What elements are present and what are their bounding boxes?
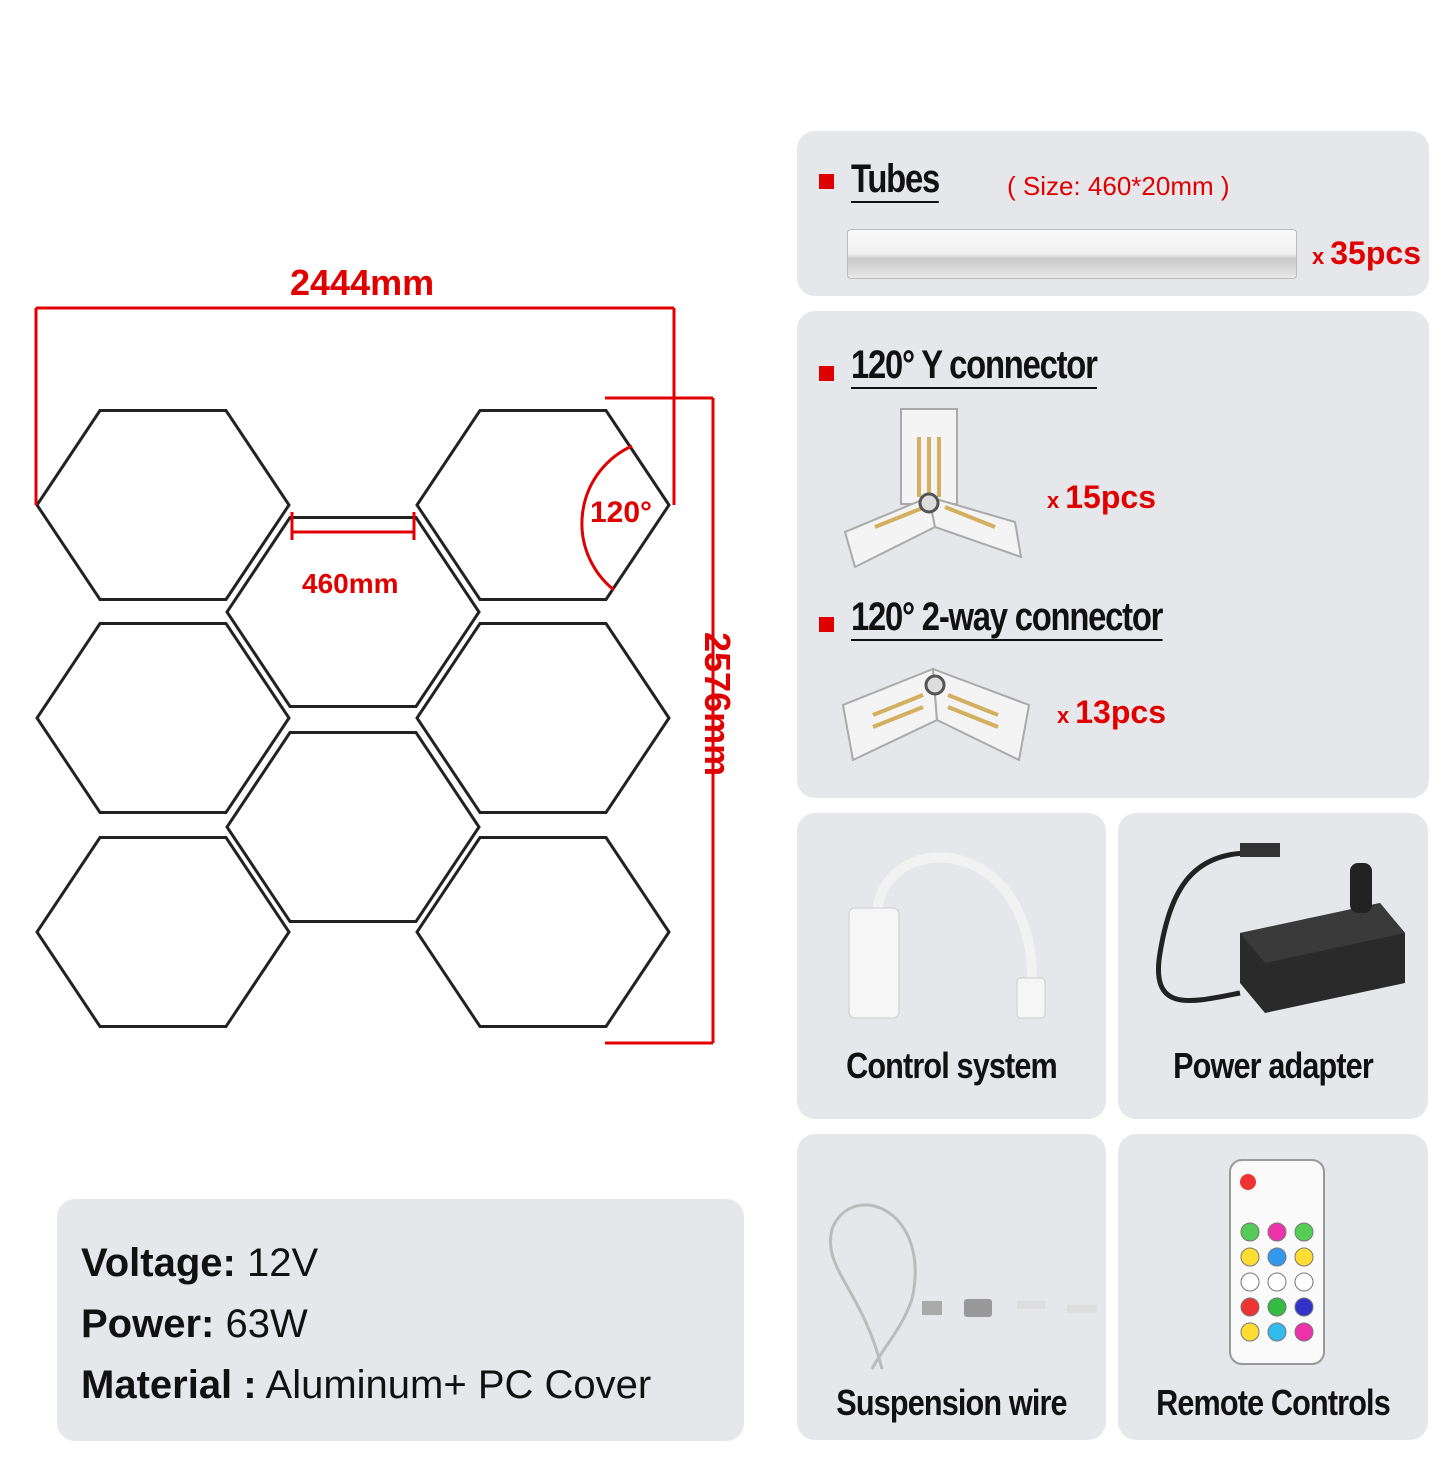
power-adapter-image (1156, 843, 1405, 1013)
height-label: 2576mm (697, 632, 738, 777)
remote-button (1267, 1322, 1287, 1342)
hexagon-frame (225, 731, 481, 923)
remote-button (1294, 1322, 1314, 1342)
power-adapter-caption: Power adapter (1173, 1045, 1374, 1086)
y-connector-image (843, 408, 1023, 569)
remote-button (1240, 1222, 1260, 1242)
tubes-size: ( Size: 460*20mm ) (1007, 171, 1230, 201)
suspension-wire-caption: Suspension wire (836, 1382, 1067, 1423)
remote-button (1294, 1247, 1314, 1267)
hexagon-frame (415, 836, 671, 1028)
remote-control-image (1229, 1159, 1325, 1365)
hexagon-frame (35, 836, 291, 1028)
remote-button (1240, 1272, 1260, 1292)
specs-panel: Voltage: 12V Power: 63W Material : Alumi… (57, 1199, 744, 1441)
hexagon-frame (415, 622, 671, 814)
angle-arc (580, 444, 633, 592)
remote-button (1294, 1222, 1314, 1242)
spec-power: Power: 63W (81, 1302, 308, 1346)
control-system-caption: Control system (846, 1045, 1058, 1086)
remote-button (1267, 1272, 1287, 1292)
y-connector-title: 120° Y connector (851, 343, 1098, 389)
control-system-panel: Control system (797, 813, 1106, 1119)
remote-button (1294, 1297, 1314, 1317)
hexagon-frame (35, 409, 291, 601)
remote-button (1267, 1247, 1287, 1267)
tube-image (847, 229, 1297, 279)
hexagon-frame (225, 516, 481, 708)
controller-image (848, 852, 1046, 1019)
tubes-title: Tubes (851, 157, 940, 203)
remote-button (1240, 1297, 1260, 1317)
tube-length-label: 460mm (302, 568, 399, 599)
width-label: 2444mm (290, 262, 435, 303)
power-adapter-panel: Power adapter (1118, 813, 1428, 1119)
suspension-wire-image (829, 1203, 1097, 1370)
hexagon-diagram (34, 306, 715, 1045)
remote-controls-caption: Remote Controls (1156, 1382, 1391, 1423)
spec-voltage: Voltage: 12V (81, 1241, 319, 1285)
two-way-connector-title: 120° 2-way connector (851, 595, 1163, 641)
bullet-icon (819, 174, 834, 189)
remote-button (1240, 1247, 1260, 1267)
suspension-wire-panel: Suspension wire (797, 1134, 1106, 1440)
hexagon-frame (415, 409, 671, 601)
angle-label: 120° (590, 496, 653, 529)
bullet-icon (819, 617, 834, 632)
two-way-connector-image (841, 667, 1031, 762)
spec-material: Material : Aluminum+ PC Cover (81, 1363, 652, 1407)
remote-button (1240, 1322, 1260, 1342)
remote-button (1267, 1297, 1287, 1317)
hexagon-frame (35, 622, 291, 814)
remote-button (1294, 1272, 1314, 1292)
remote-button (1267, 1222, 1287, 1242)
bullet-icon (819, 366, 834, 381)
remote-controls-panel: Remote Controls (1118, 1134, 1428, 1440)
